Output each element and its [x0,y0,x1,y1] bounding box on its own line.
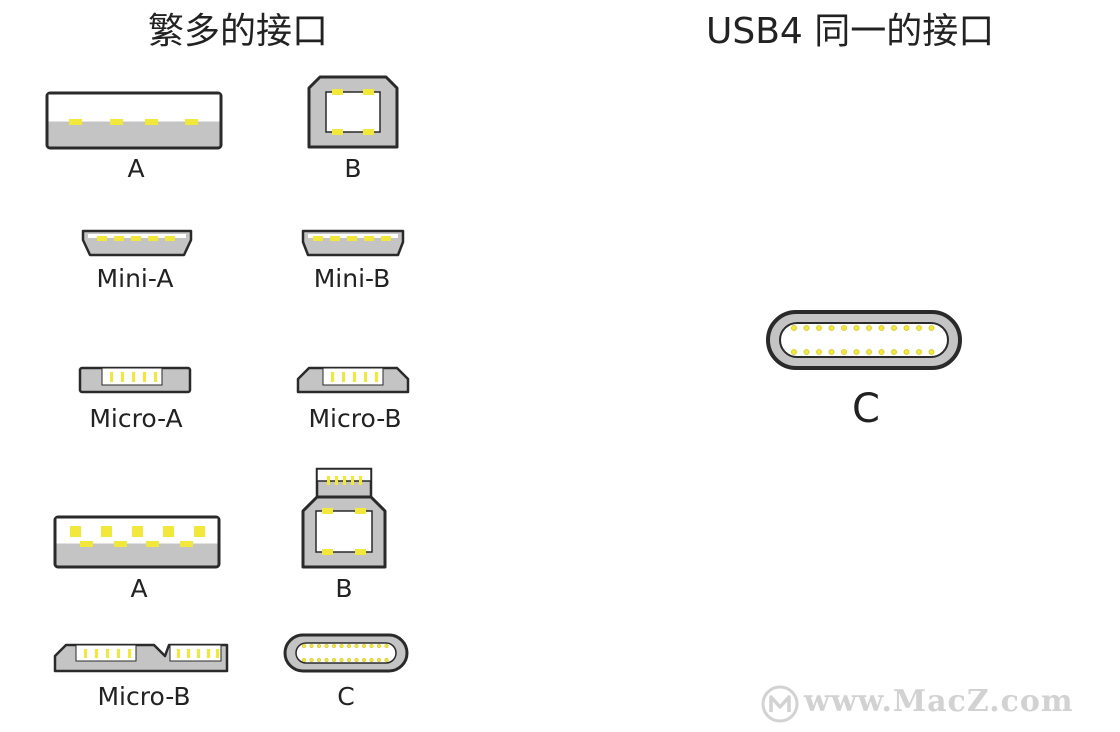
mini-a-label: Mini-A [96,264,174,293]
heading-many-ports: 繁多的接口 [148,11,329,52]
mini-a-connector-icon [81,229,193,257]
heading-usb4-unified: USB4 同一的接口 [706,11,995,52]
mini-b-connector-icon [301,229,405,257]
micro-b-connector-icon [296,366,410,394]
usb-c-small-connector-icon [283,633,409,673]
micro-a-label: Micro-A [89,404,183,433]
usb-c-large-label: C [852,386,880,432]
usb3-micro-b-label: Micro-B [97,682,191,711]
usb-a-connector-icon [45,91,223,150]
usb-a-label: A [127,154,145,183]
usb3-b-label: B [335,574,353,603]
usb-c-small-label: C [337,682,355,711]
macz-logo-icon [761,685,799,723]
usb3-a-label: A [130,574,148,603]
usb-b-label: B [344,154,362,183]
mini-b-label: Mini-B [313,264,391,293]
micro-b-label: Micro-B [308,404,402,433]
usb3-b-connector-icon [301,467,387,569]
watermark-text: www.MacZ.com [804,684,1074,719]
usb-b-connector-icon [307,75,399,149]
usb-c-large-connector-icon [766,310,962,370]
micro-a-connector-icon [78,366,192,394]
usb3-a-connector-icon [53,515,221,569]
usb3-micro-b-connector-icon [53,643,229,673]
